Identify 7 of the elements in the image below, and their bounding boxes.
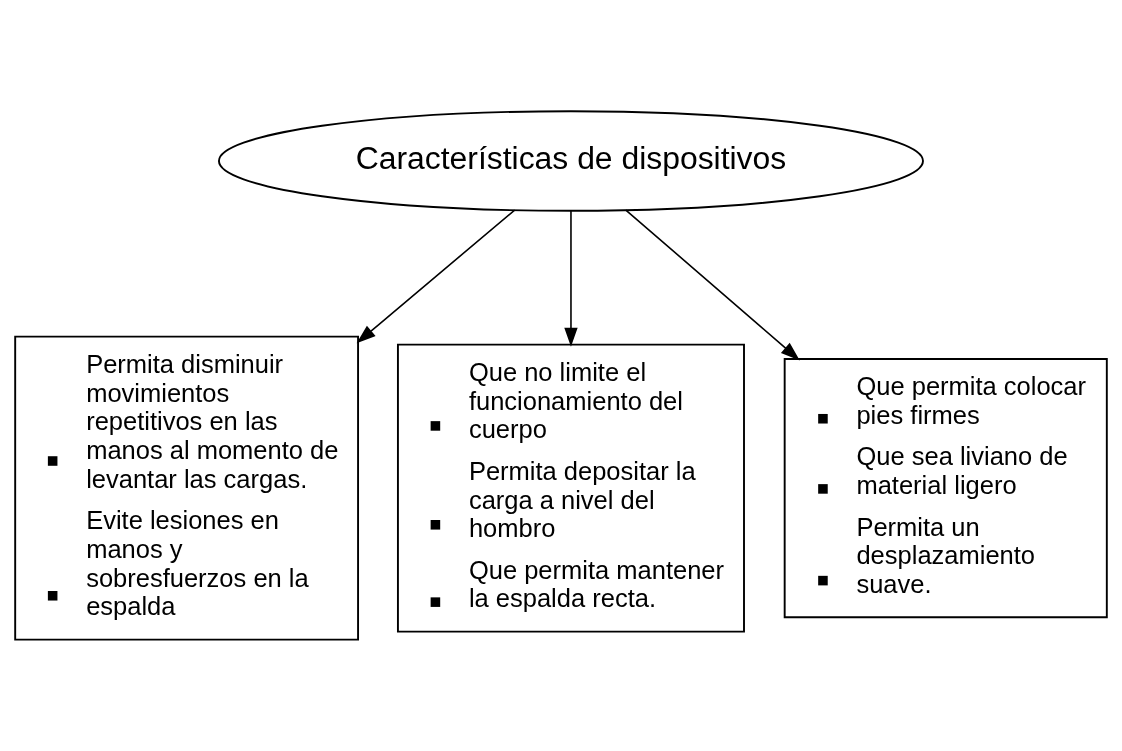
node-box: Que no limite el funcionamiento del cuerpo Permita depositar la carga a nivel del hombro Que permita mantener la espalda recta. <box>396 343 745 633</box>
node-ellipse: Características de dispositivos <box>218 110 924 212</box>
node-box: Que permita colocar pies firmes Que sea liviano de material ligero Permita un desplazamiento suave. <box>783 358 1108 619</box>
node-box: Permita disminuir movimientos repetitivos en las manos al momento de levantar las cargas. Evite lesiones en manos y sobresfuerzos en la espalda <box>14 335 359 641</box>
arrow <box>564 210 578 347</box>
arrow <box>356 209 516 344</box>
arrow <box>625 209 800 361</box>
